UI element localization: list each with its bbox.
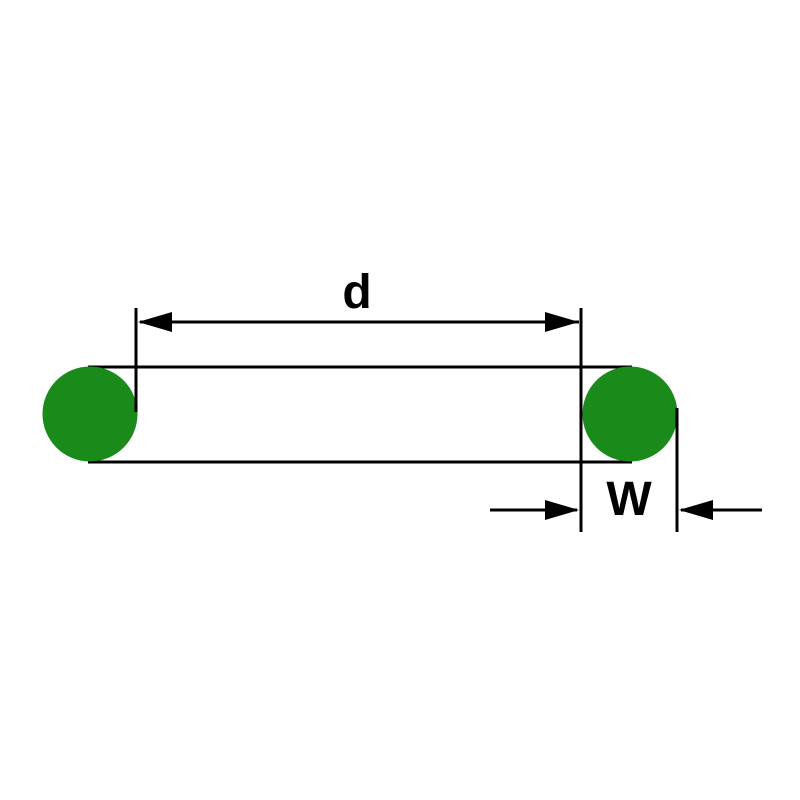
d-dimension-label: d xyxy=(342,266,371,319)
w-left-arrowhead-icon xyxy=(545,500,579,520)
left-cross-section-circle xyxy=(42,366,138,462)
d-right-arrowhead-icon xyxy=(545,312,579,332)
w-right-arrowhead-icon xyxy=(679,500,713,520)
d-left-arrowhead-icon xyxy=(138,312,172,332)
w-dimension-label: W xyxy=(606,473,652,526)
right-cross-section-circle xyxy=(582,366,678,462)
